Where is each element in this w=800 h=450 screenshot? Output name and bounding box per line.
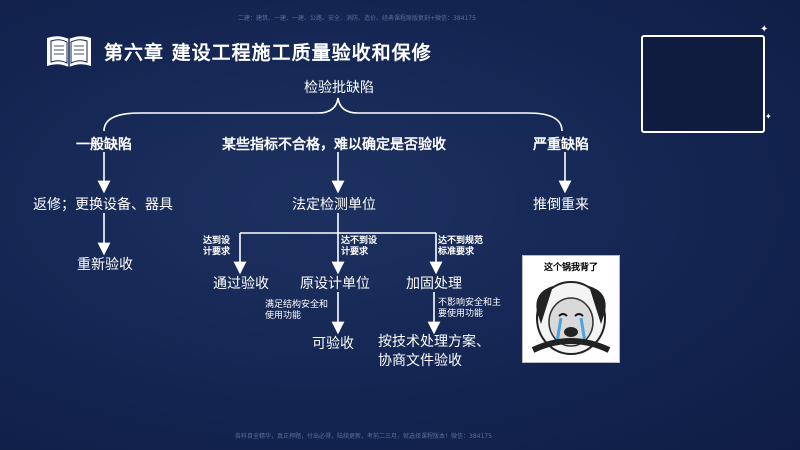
node-testing-unit: 法定检测单位 — [292, 197, 376, 213]
note-below-standard: 达不到规范 标准要求 — [438, 236, 484, 257]
node-rebuild: 推倒重来 — [533, 197, 589, 213]
node-pass: 通过验收 — [213, 276, 269, 292]
meme-image: 这个锅我背了 — [522, 255, 620, 363]
branch-uncertain: 某些指标不合格，难以确定是否验收 — [222, 137, 446, 153]
note-meets-design: 达到设 计要求 — [203, 236, 231, 257]
slide-title: 第六章 建设工程施工质量验收和保修 — [104, 42, 432, 64]
node-original-designer: 原设计单位 — [300, 276, 370, 292]
crying-face-icon — [531, 281, 611, 355]
note-structural-safety: 满足结构安全和 使用功能 — [265, 300, 329, 321]
note-no-safety-impact: 不影响安全和主 要使用功能 — [438, 298, 502, 319]
branch-general-defect: 一般缺陷 — [76, 137, 132, 153]
meme-caption: 这个锅我背了 — [543, 263, 598, 273]
node-reinforce: 加固处理 — [406, 276, 462, 292]
node-acceptable: 可验收 — [312, 336, 354, 352]
sparkle-icon: ✦ — [760, 24, 769, 35]
sparkle-icon-small: ✦ — [765, 112, 772, 121]
branch-serious-defect: 严重缺陷 — [533, 137, 589, 153]
root-node: 检验批缺陷 — [304, 80, 374, 96]
node-repair: 返修；更换设备、器具 — [33, 197, 173, 213]
book-icon — [44, 34, 94, 74]
node-reinspect: 重新验收 — [77, 257, 133, 273]
bottom-watermark: 各科目全精华，真正押题，付出必得，陆续更新，考前二三月，就选择课程版本！微信：3… — [235, 433, 492, 440]
video-window — [641, 35, 765, 133]
note-below-design: 达不到设 计要求 — [341, 236, 378, 257]
top-watermark: 二建：建筑、一建、一建、公路、安全、消防、造价、经典课程原版复刻+微信：3841… — [238, 15, 476, 22]
node-technical-plan: 按技术处理方案、 协商文件验收 — [378, 334, 490, 369]
